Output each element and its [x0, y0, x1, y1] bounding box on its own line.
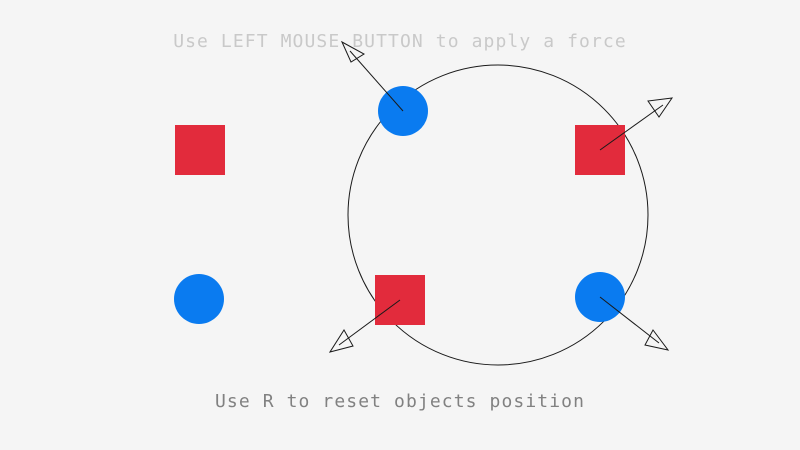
boundary-circle [347, 64, 649, 366]
force-vector-shaft [338, 299, 401, 346]
force-vector-arrowhead [328, 329, 354, 353]
force-vector-square-top-right [599, 97, 674, 151]
body-square-top-left[interactable] [175, 125, 225, 175]
force-vector-square-bottom-middle [328, 299, 401, 353]
force-vector-arrowhead [340, 40, 365, 63]
force-vector-shaft [599, 104, 664, 151]
body-circle-bottom-left[interactable] [174, 274, 224, 324]
force-vector-shaft [599, 296, 660, 344]
force-vector-arrowhead [644, 329, 670, 351]
force-vector-arrowhead [647, 97, 674, 118]
force-vector-circle-top-middle [340, 40, 404, 112]
force-vector-circle-bottom-right [599, 296, 670, 351]
force-vector-shaft [349, 50, 404, 112]
